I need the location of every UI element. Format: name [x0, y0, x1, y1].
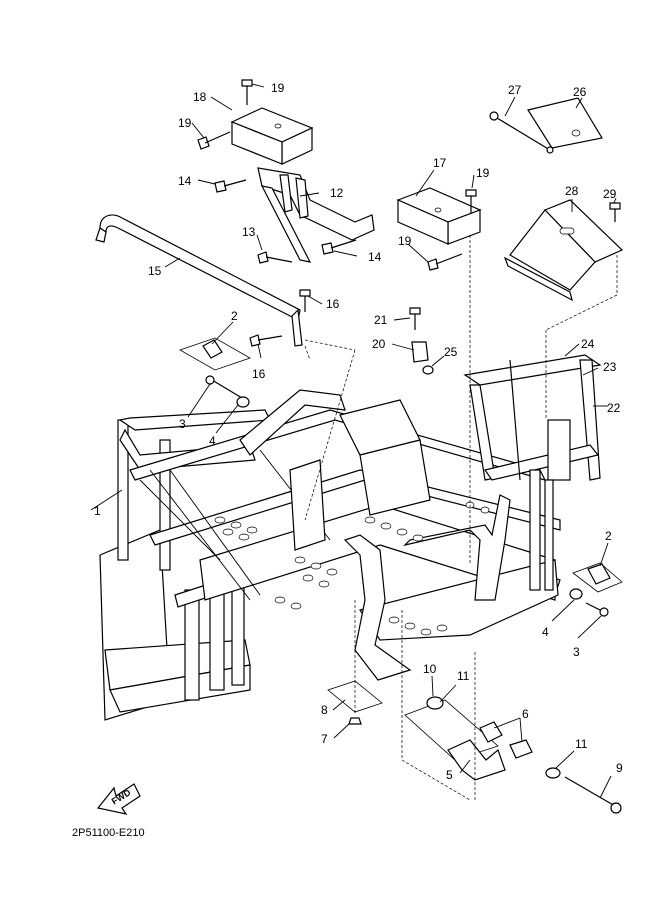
callout-11-upper: 11	[457, 669, 470, 683]
bolts	[197, 79, 621, 375]
callout-16-upper: 16	[326, 297, 340, 311]
callout-4-left: 4	[209, 434, 216, 448]
callout-2-left: 2	[231, 309, 238, 323]
callout-7: 7	[321, 732, 328, 746]
diagram-code: 2P51100-E210	[72, 827, 145, 839]
callout-11-lower: 11	[575, 737, 588, 751]
callout-25: 25	[444, 345, 458, 359]
bracket-17	[396, 187, 482, 245]
callout-4-right: 4	[542, 625, 549, 639]
callout-19-top: 19	[271, 81, 285, 95]
callout-20: 20	[372, 337, 386, 351]
callout-12: 12	[330, 186, 344, 200]
bracket-12	[257, 167, 375, 263]
part-26	[527, 97, 603, 149]
mount-left	[179, 337, 251, 408]
callout-14-left: 14	[178, 174, 192, 188]
fwd-arrow-icon: FWD	[96, 783, 141, 815]
callout-10: 10	[423, 662, 437, 676]
callout-14-right: 14	[368, 250, 382, 264]
callout-3-right: 3	[573, 645, 580, 659]
floor-holes	[214, 501, 490, 636]
callout-19-right-lower: 19	[398, 234, 412, 248]
callout-21: 21	[374, 313, 388, 327]
callout-27: 27	[508, 83, 522, 97]
callout-28: 28	[565, 184, 579, 198]
callout-23: 23	[603, 360, 617, 374]
callout-6: 6	[522, 707, 529, 721]
callout-24: 24	[581, 337, 595, 351]
bracket-18	[230, 107, 314, 165]
callout-26: 26	[573, 85, 587, 99]
callouts: 1 2 2 3 3 4 4 5 6 7 8 9 10 11 11 12 13 1…	[94, 81, 623, 782]
main-frame	[99, 354, 602, 721]
callout-1: 1	[94, 504, 101, 518]
callout-3-left: 3	[179, 417, 186, 431]
callout-19-right-upper: 19	[476, 166, 490, 180]
callout-2-right: 2	[605, 529, 612, 543]
callout-17: 17	[433, 156, 447, 170]
callout-13: 13	[242, 225, 256, 239]
mount-right	[569, 562, 623, 617]
callout-19-left: 19	[178, 116, 192, 130]
leader-lines	[90, 83, 618, 801]
rod-27	[489, 111, 554, 154]
rail-15	[95, 214, 303, 347]
callout-9: 9	[616, 761, 623, 775]
bushing-assembly	[404, 696, 622, 814]
callout-8: 8	[321, 703, 328, 717]
callout-22: 22	[607, 401, 621, 415]
lower-parts	[327, 680, 383, 725]
callout-18: 18	[193, 90, 207, 104]
plate-28	[503, 199, 624, 302]
callout-15: 15	[148, 264, 162, 278]
callout-5: 5	[446, 768, 453, 782]
callout-16-lower: 16	[252, 367, 266, 381]
callout-29: 29	[603, 187, 617, 201]
